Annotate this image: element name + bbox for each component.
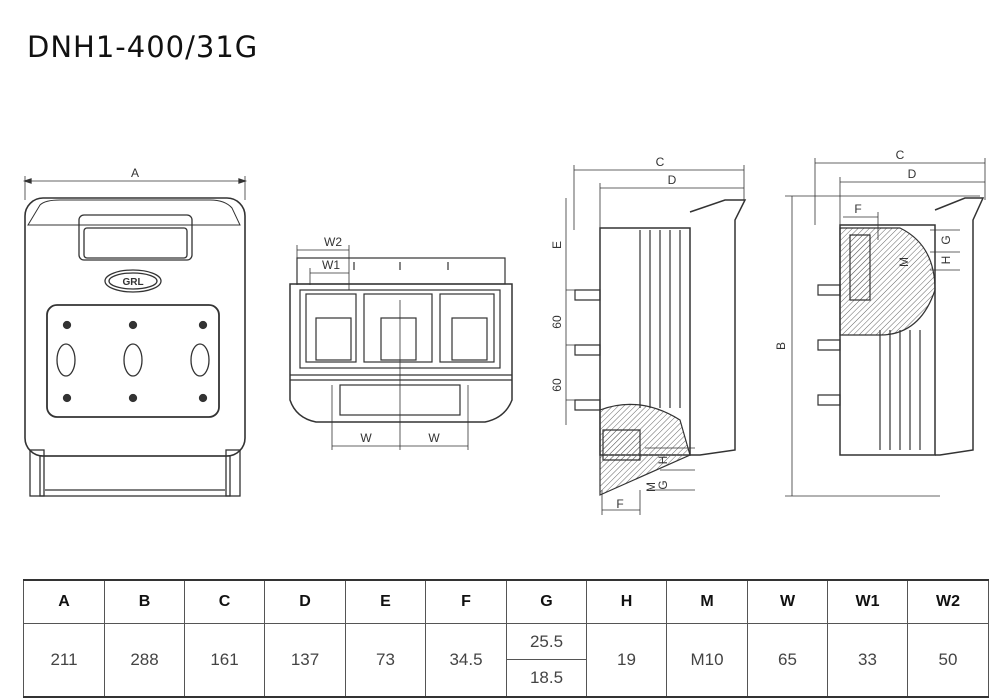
header-a: A	[23, 579, 105, 624]
top-view	[289, 245, 513, 450]
dim-w1-label: W1	[322, 258, 340, 272]
header-e: E	[345, 579, 426, 624]
side-left-d-label: D	[668, 173, 677, 187]
header-w2: W2	[907, 579, 989, 624]
side-left-g-label: G	[656, 480, 670, 489]
technical-drawing: A GRL W2 W1 W W	[22, 148, 986, 515]
side-left-60-2-label: 60	[550, 378, 564, 392]
header-m: M	[666, 579, 748, 624]
side-left-m-label: M	[644, 482, 658, 492]
side-right-b-label: B	[774, 342, 788, 350]
cell-g-top: 25.5	[506, 623, 587, 660]
cell-e: 73	[345, 623, 426, 698]
side-view-left	[565, 165, 747, 515]
side-right-m-label: M	[897, 257, 911, 267]
side-right-h-label: H	[939, 256, 953, 265]
header-d: D	[264, 579, 346, 624]
side-right-f-label: F	[854, 202, 861, 216]
front-view	[22, 176, 248, 497]
side-right-d-label: D	[908, 167, 917, 181]
table-header-row: A B C D E F G H M W W1 W2	[23, 579, 989, 624]
page-title: DNH1-400/31G	[27, 30, 259, 64]
header-w1: W1	[827, 579, 908, 624]
side-left-e-label: E	[550, 241, 564, 249]
header-b: B	[104, 579, 185, 624]
table-row: 18.5	[24, 659, 989, 698]
side-left-c-label: C	[656, 155, 665, 169]
cell-w: 65	[747, 623, 828, 698]
dimension-table: A B C D E F G H M W W1 W2 211 288 161 13…	[23, 579, 989, 698]
cell-w1: 33	[827, 623, 908, 698]
dim-w-left-label: W	[360, 431, 372, 445]
cell-g-bottom: 18.5	[506, 659, 587, 698]
side-right-g-label: G	[939, 235, 953, 244]
cell-b: 288	[104, 623, 185, 698]
header-w: W	[747, 579, 828, 624]
cell-m: M10	[666, 623, 748, 698]
header-h: H	[586, 579, 667, 624]
header-c: C	[184, 579, 265, 624]
dim-w2-label: W2	[324, 235, 342, 249]
table-row: 211 288 161 137 73 34.5 25.5 19 M10 65 3…	[23, 623, 989, 698]
cell-d: 137	[264, 623, 346, 698]
dim-w-right-label: W	[428, 431, 440, 445]
cell-h: 19	[586, 623, 667, 698]
cell-c: 161	[184, 623, 265, 698]
side-view-right	[785, 158, 986, 497]
side-left-60-1-label: 60	[550, 315, 564, 329]
header-g: G	[506, 579, 587, 624]
cell-w2: 50	[907, 623, 989, 698]
brand-logo: GRL	[122, 277, 143, 288]
cell-a: 211	[23, 623, 105, 698]
side-right-c-label: C	[896, 148, 905, 162]
dim-a-label: A	[131, 166, 139, 180]
side-left-f-label: F	[616, 497, 623, 511]
header-f: F	[425, 579, 507, 624]
side-left-h-label: H	[656, 456, 670, 465]
cell-f: 34.5	[425, 623, 507, 698]
